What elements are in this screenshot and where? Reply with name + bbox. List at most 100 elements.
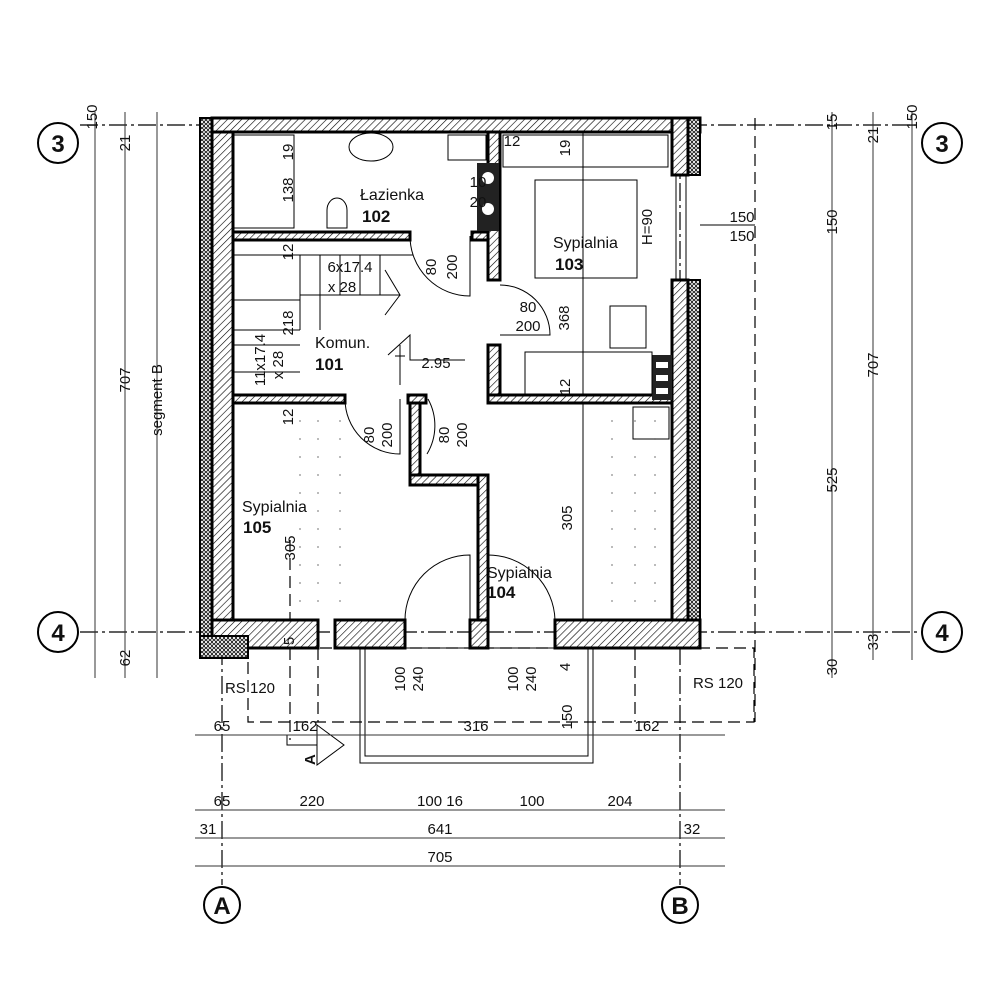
svg-text:102: 102	[362, 207, 390, 226]
dimension-label: 80	[436, 427, 453, 444]
dimension-label: 150	[84, 104, 101, 129]
dimension-label: 150	[824, 209, 841, 234]
dimension-label: 150	[559, 704, 576, 729]
dimension-label: 368	[556, 305, 573, 330]
room-label-105: Sypialnia 105	[242, 499, 307, 537]
dimension-label: 305	[559, 505, 576, 530]
window	[675, 174, 687, 281]
axis-marker-3-right: 3	[921, 122, 963, 164]
dimension-label: 30	[824, 659, 841, 676]
dimension-label: 200	[444, 254, 461, 279]
dimension-label: 707	[865, 352, 882, 377]
dimension-label: 15	[824, 114, 841, 131]
dimension-label: 220	[299, 793, 324, 810]
dimension-label: 12	[504, 133, 521, 150]
dimension-label: 20	[470, 194, 487, 211]
dimension-label: 21	[865, 127, 882, 144]
dimension-label: 2.95	[421, 355, 450, 372]
dimension-label: 100	[519, 793, 544, 810]
dimension-lines	[94, 112, 913, 867]
dimension-label: 150	[904, 104, 921, 129]
dimension-label: 12	[280, 409, 297, 426]
dimension-label: 305	[282, 535, 299, 560]
axis-marker-4-left: 4	[37, 611, 79, 653]
dimension-label: 12	[280, 244, 297, 261]
dimension-label: 162	[292, 718, 317, 735]
dimension-label: 200	[515, 318, 540, 335]
dimension-label: 65	[214, 793, 231, 810]
svg-text:104: 104	[487, 583, 516, 602]
dimension-label: 6x17.4	[327, 259, 372, 276]
dimension-label: 32	[684, 821, 701, 838]
axis-marker-a: A	[203, 886, 241, 924]
fixtures	[233, 132, 670, 610]
axis-marker-b: B	[661, 886, 699, 924]
svg-text:103: 103	[555, 255, 583, 274]
dimension-label: H=90	[639, 209, 656, 245]
chimney-flues	[477, 163, 672, 400]
svg-text:4: 4	[935, 620, 949, 647]
dimension-label: 100	[392, 666, 409, 691]
dimension-label: 200	[379, 422, 396, 447]
dimension-label: segment B	[149, 364, 166, 436]
dimension-label: 31	[200, 821, 217, 838]
dimension-label: 240	[523, 666, 540, 691]
dimension-label: 100 16	[417, 793, 463, 810]
svg-text:Sypialnia: Sypialnia	[242, 499, 307, 516]
svg-text:4: 4	[51, 620, 65, 647]
dimension-label: RS 120	[225, 680, 275, 697]
dimension-label: 218	[280, 310, 297, 335]
dimension-label: x 28	[270, 351, 287, 379]
svg-text:3: 3	[51, 131, 64, 158]
axis-marker-4-right: 4	[921, 611, 963, 653]
svg-text:Sypialnia: Sypialnia	[487, 565, 552, 582]
svg-text:105: 105	[243, 518, 271, 537]
room-label-103: Sypialnia 103	[553, 235, 618, 274]
dimension-label: 641	[427, 821, 452, 838]
dimension-label: 80	[361, 427, 378, 444]
dimension-label: 10	[470, 174, 487, 191]
room-label-101: Komun. 101	[315, 335, 370, 374]
svg-text:Łazienka: Łazienka	[360, 187, 424, 204]
dimension-label: 150	[729, 209, 754, 226]
dimension-label: 707	[117, 367, 134, 392]
dimension-label: 33	[865, 634, 882, 651]
doors	[344, 235, 556, 621]
svg-text:101: 101	[315, 355, 343, 374]
dimension-label: 65	[214, 718, 231, 735]
dimension-label: 150	[729, 228, 754, 245]
dimension-label: 138	[280, 177, 297, 202]
dimension-label: 5	[281, 637, 298, 645]
dimension-label: 525	[824, 467, 841, 492]
dimension-label: 100	[505, 666, 522, 691]
dimension-label: 200	[454, 422, 471, 447]
dimension-label: 705	[427, 849, 452, 866]
level-marker-icon	[387, 333, 465, 385]
axis-marker-3-left: 3	[37, 122, 79, 164]
walls	[199, 116, 702, 659]
dimension-label: x 28	[328, 279, 356, 296]
dimension-label: 80	[423, 259, 440, 276]
svg-text:Komun.: Komun.	[315, 335, 370, 352]
dimension-label: 80	[520, 299, 537, 316]
room-label-102: Łazienka 102	[360, 187, 424, 226]
dimension-label: 19	[557, 140, 574, 157]
svg-text:A: A	[302, 754, 319, 765]
svg-text:3: 3	[935, 131, 948, 158]
dimension-label: 4	[557, 663, 574, 671]
dimension-label: 11x17.4	[252, 334, 269, 386]
dimension-label: 21	[117, 135, 134, 152]
dimension-label: RS 120	[693, 675, 743, 692]
dimension-label: 62	[117, 650, 134, 667]
dimension-label: 240	[410, 666, 427, 691]
dimension-label: 316	[463, 718, 488, 735]
dimension-label: 162	[634, 718, 659, 735]
dimension-label: 12	[557, 379, 574, 396]
svg-text:Sypialnia: Sypialnia	[553, 235, 618, 252]
dimension-label: 19	[280, 144, 297, 161]
svg-text:B: B	[671, 893, 688, 920]
dimension-label: 204	[607, 793, 632, 810]
svg-text:A: A	[213, 893, 230, 920]
